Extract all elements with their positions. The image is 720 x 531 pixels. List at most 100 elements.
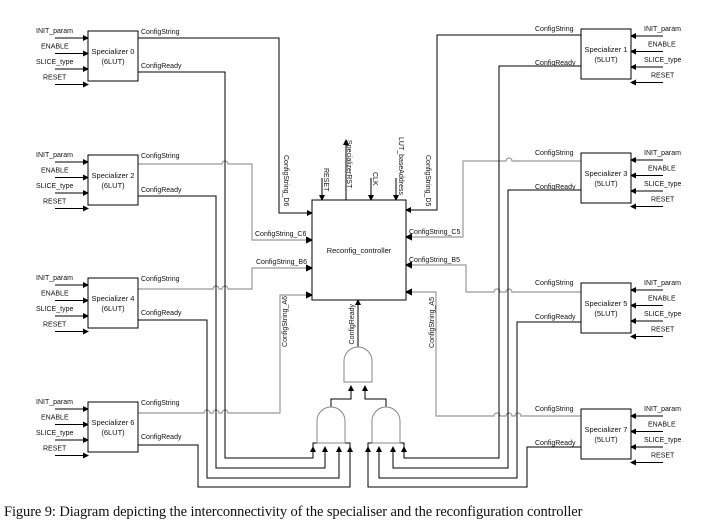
label-clk: CLK	[371, 172, 378, 186]
wire-configready-6	[138, 444, 353, 488]
input-label: RESET	[651, 73, 675, 80]
wire-configready-0	[138, 71, 316, 459]
specializer-name: Specializer 2	[92, 171, 135, 180]
input-label: SLICE_type	[644, 437, 681, 444]
label-configstring-b5: ConfigString_B5	[409, 257, 460, 264]
and-left-bus	[312, 442, 351, 447]
input-label: ENABLE	[648, 296, 676, 303]
input-label: RESET	[43, 322, 67, 329]
specializer-type: (6LUT)	[101, 181, 125, 190]
input-label: ENABLE	[648, 42, 676, 49]
label-configstring-d5: ConfigString_D5	[424, 155, 431, 206]
input-label: ENABLE	[648, 166, 676, 173]
input-label: SLICE_type	[36, 183, 73, 190]
label-configstring-d6: ConfigString_D6	[282, 155, 289, 206]
label-lut-base-address: LUT_baseAddress	[397, 137, 404, 195]
label-specializer-rst: SpecializerRST	[345, 140, 352, 189]
input-label: ENABLE	[648, 422, 676, 429]
specializer-name: Specializer 0	[92, 47, 135, 56]
input-label: INIT_param	[36, 152, 73, 159]
label-configstring-b6: ConfigString_B6	[256, 259, 307, 266]
input-label: INIT_param	[36, 399, 73, 406]
specializer-name: Specializer 4	[92, 294, 135, 303]
specializer-type: (5LUT)	[594, 179, 618, 188]
input-label: INIT_param	[36, 275, 73, 282]
output-label-configready: ConfigReady	[141, 63, 182, 70]
output-label-configready: ConfigReady	[141, 434, 182, 441]
output-label-configstring: ConfigString	[535, 26, 574, 33]
output-label-configstring: ConfigString	[535, 406, 574, 413]
input-label: INIT_param	[644, 406, 681, 413]
output-label-configready: ConfigReady	[141, 187, 182, 194]
specializer-block-0: Specializer 0(6LUT)INIT_paramENABLESLICE…	[36, 28, 182, 82]
wire-configstring-b5	[404, 261, 581, 293]
input-label: RESET	[43, 446, 67, 453]
specializer-type: (5LUT)	[594, 435, 618, 444]
wire-configready-2	[138, 195, 328, 469]
label-reset: RESET	[322, 168, 329, 192]
output-label-configstring: ConfigString	[535, 280, 574, 287]
blocks: Specializer 0(6LUT)INIT_paramENABLESLICE…	[36, 26, 681, 460]
specializer-type: (6LUT)	[101, 428, 125, 437]
output-label-configstring: ConfigString	[141, 29, 180, 36]
input-label: SLICE_type	[36, 306, 73, 313]
wire-configready-7	[365, 446, 581, 488]
wire-configstring-b6	[138, 264, 314, 290]
figure-caption: Figure 9: Diagram depicting the intercon…	[4, 504, 583, 520]
input-label: RESET	[43, 199, 67, 206]
specializer-name: Specializer 7	[585, 425, 628, 434]
wire-and-right-out	[362, 385, 387, 407]
output-label-configstring: ConfigString	[141, 276, 180, 283]
output-label-configready: ConfigReady	[535, 60, 576, 67]
interconnect-diagram: Specializer 0(6LUT)INIT_paramENABLESLICE…	[36, 26, 681, 488]
specializer-block-2: Specializer 2(6LUT)INIT_paramENABLESLICE…	[36, 152, 182, 206]
specializer-name: Specializer 3	[585, 169, 628, 178]
input-label: SLICE_type	[644, 311, 681, 318]
input-label: SLICE_type	[36, 59, 73, 66]
output-label-configstring: ConfigString	[141, 400, 180, 407]
input-label: RESET	[651, 197, 675, 204]
input-label: RESET	[651, 453, 675, 460]
input-label: INIT_param	[36, 28, 73, 35]
output-label-configready: ConfigReady	[535, 184, 576, 191]
input-label: INIT_param	[644, 150, 681, 157]
label-configready: ConfigReady	[349, 304, 356, 345]
label-configstring-a6: ConfigString_A6	[282, 296, 289, 347]
specializer-type: (5LUT)	[594, 309, 618, 318]
wire-configready-4	[138, 319, 342, 479]
output-label-configstring: ConfigString	[141, 153, 180, 160]
input-label: SLICE_type	[644, 181, 681, 188]
and-gate-left	[316, 406, 346, 444]
specializer-type: (5LUT)	[594, 55, 618, 64]
input-label: ENABLE	[41, 44, 69, 51]
output-label-configstring: ConfigString	[535, 150, 574, 157]
output-label-configready: ConfigReady	[141, 310, 182, 317]
and-gate-final	[343, 346, 373, 383]
specializer-type: (6LUT)	[101, 304, 125, 313]
wire-configstring-d6	[138, 37, 313, 216]
output-label-configready: ConfigReady	[535, 314, 576, 321]
input-label: INIT_param	[644, 26, 681, 33]
wires	[55, 33, 663, 488]
label-configstring-a5: ConfigString_A5	[429, 297, 436, 348]
wire-configready-5	[376, 321, 581, 479]
label-configstring-c5: ConfigString_C5	[409, 229, 460, 236]
wire-configready-1	[401, 65, 581, 459]
specializer-name: Specializer 5	[585, 299, 628, 308]
output-label-configready: ConfigReady	[535, 440, 576, 447]
input-label: RESET	[43, 75, 67, 82]
input-label: SLICE_type	[644, 57, 681, 64]
and-gate-right	[371, 406, 401, 444]
input-label: ENABLE	[41, 291, 69, 298]
input-label: INIT_param	[644, 280, 681, 287]
wire-and-left-out	[330, 385, 354, 407]
input-label: SLICE_type	[36, 430, 73, 437]
wire-configstring-d5	[405, 34, 581, 213]
specializer-name: Specializer 1	[585, 45, 628, 54]
controller-label: Reconfig_controller	[327, 246, 392, 255]
wire-configstring-c5	[404, 157, 581, 241]
input-label: RESET	[651, 327, 675, 334]
